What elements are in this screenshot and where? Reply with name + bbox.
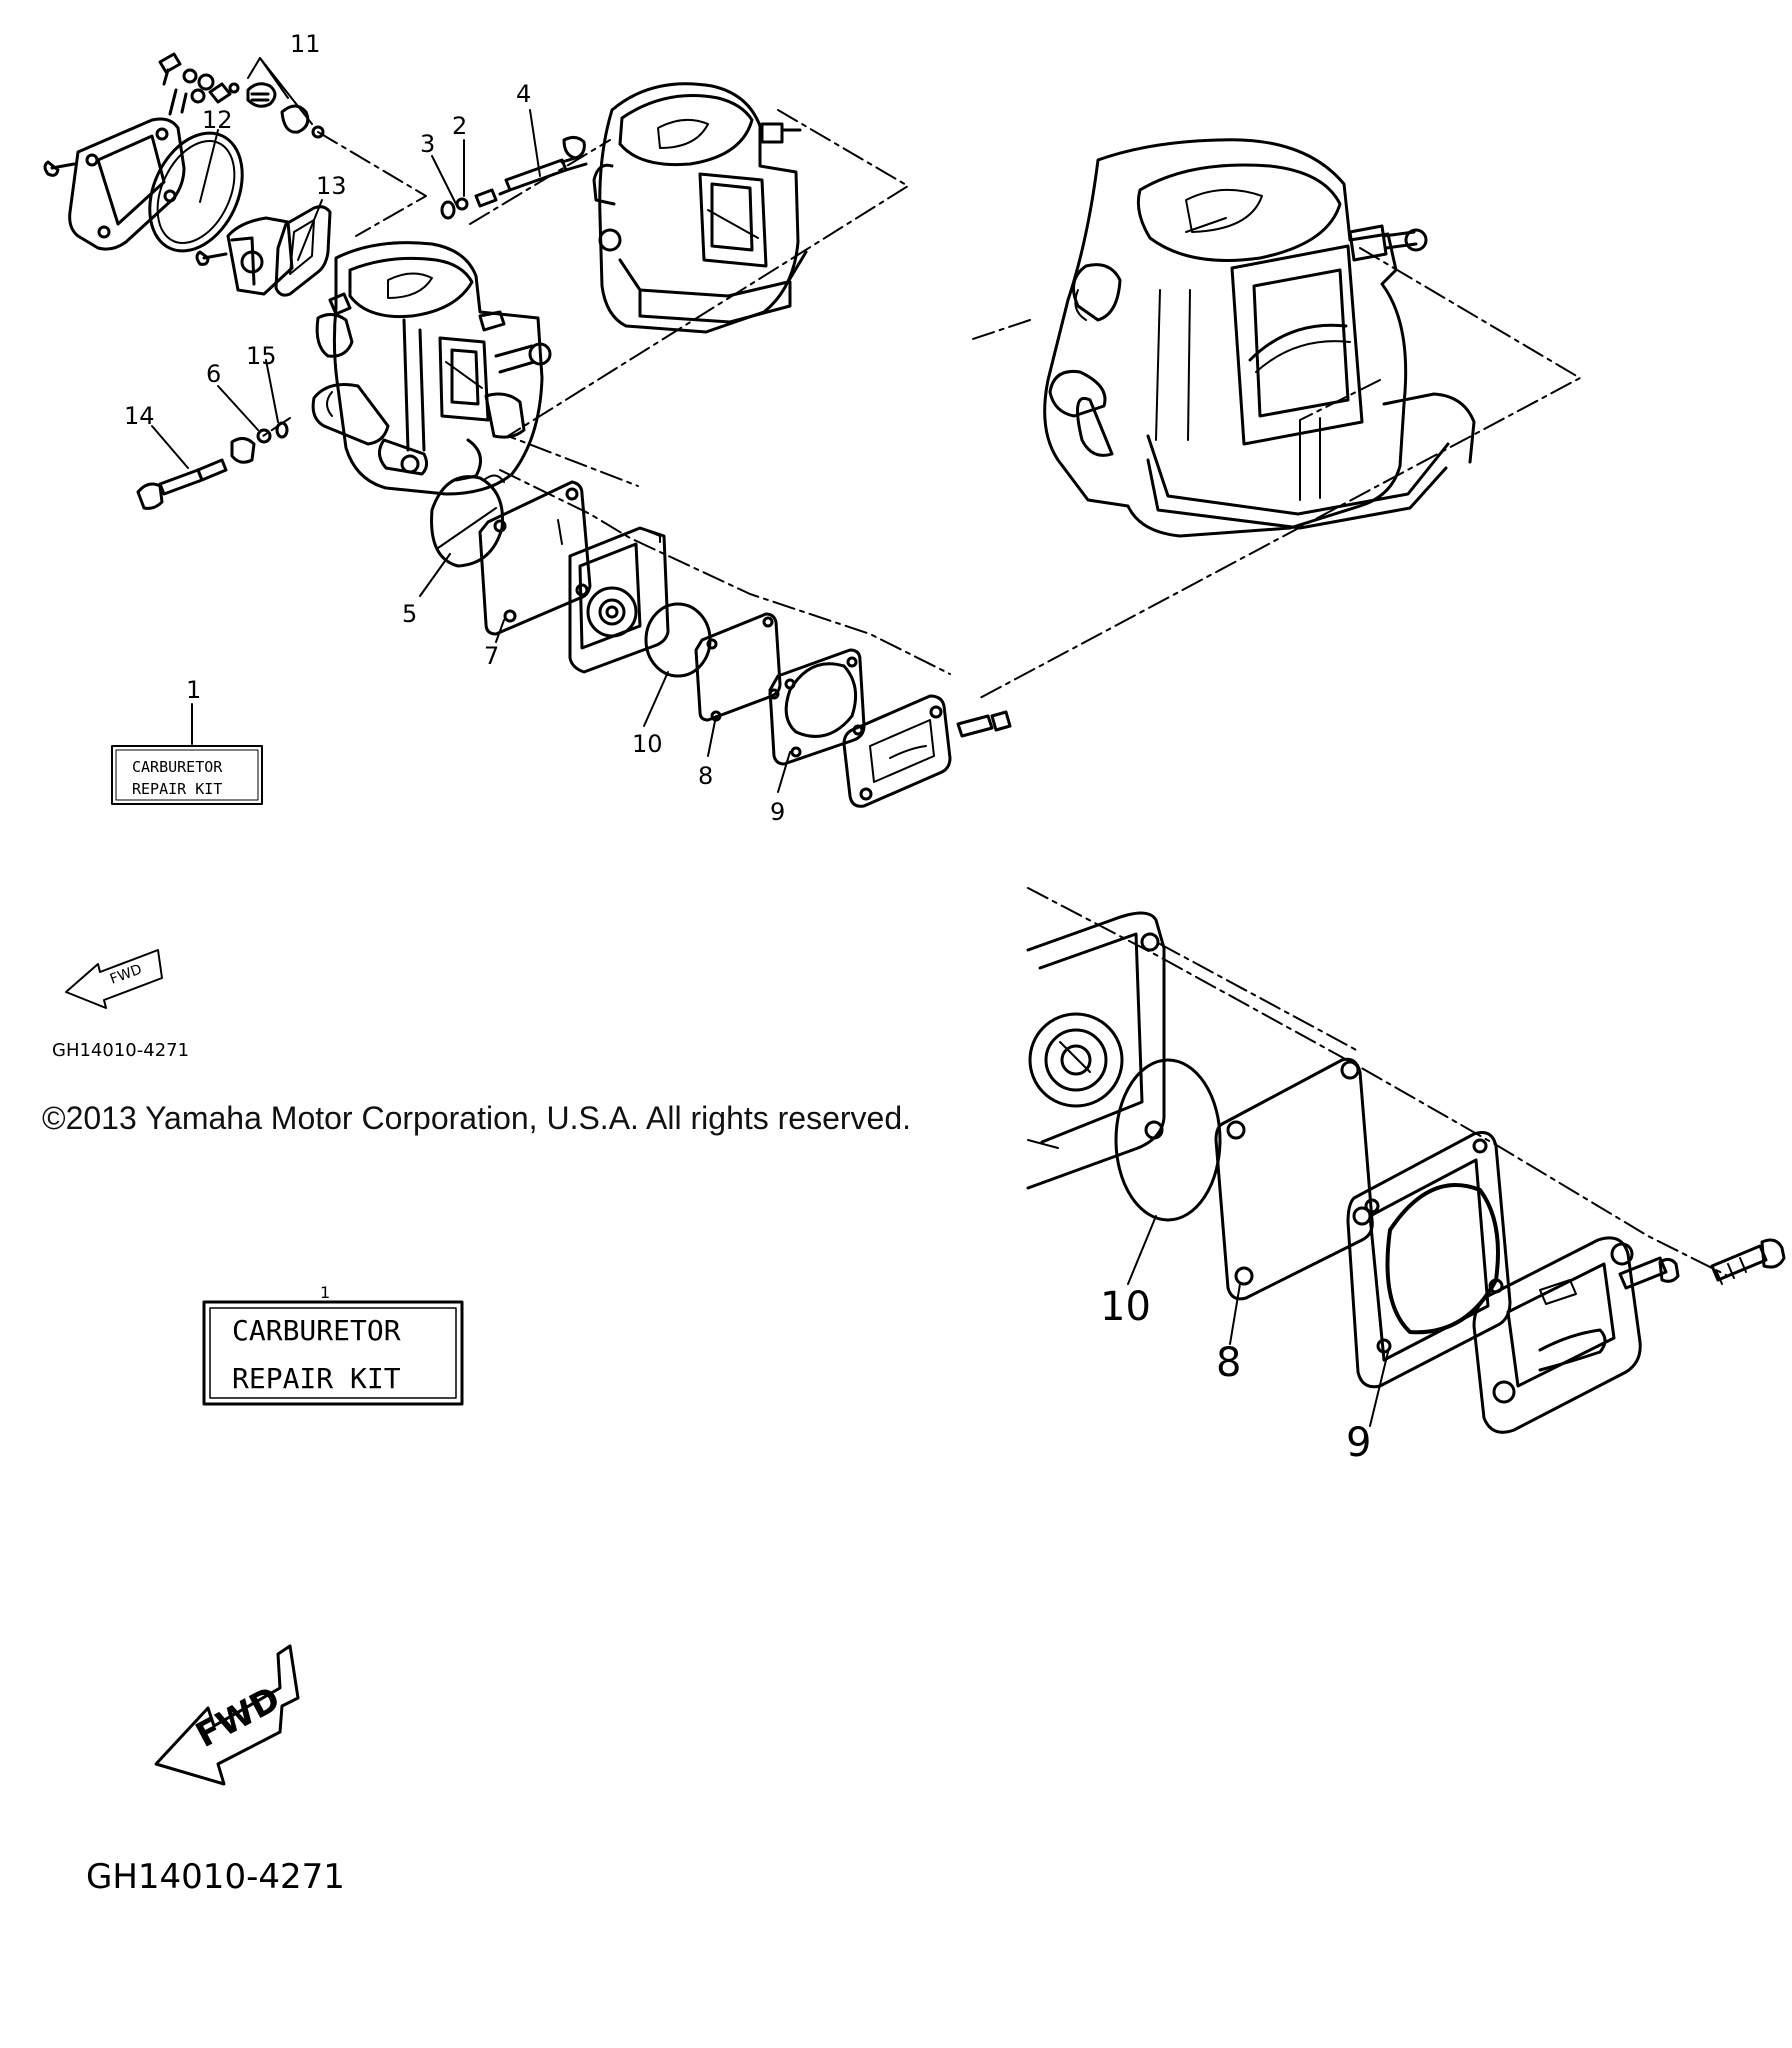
small-hardware-group — [158, 52, 325, 139]
callout-12: 12 — [202, 106, 233, 134]
repair-kit-line1: CARBURETOR — [132, 758, 223, 776]
callout-leaders — [151, 57, 791, 793]
callout-13: 13 — [316, 172, 347, 200]
zoom-repair-kit-line1: CARBURETOR — [232, 1314, 401, 1347]
fwd-arrow-text: FWD — [108, 962, 144, 988]
callout-14: 14 — [124, 402, 155, 430]
zoom-carb-center-lines — [969, 247, 1581, 699]
pump-body-lower — [568, 526, 670, 674]
callout-2: 2 — [452, 112, 467, 140]
zoom-callout-9: 9 — [1346, 1420, 1371, 1466]
zoom-gasket-8 — [1214, 1057, 1374, 1301]
pump-body — [195, 216, 294, 296]
carburetor-rear — [592, 82, 808, 334]
repair-kit-label: CARBURETOR REPAIR KIT — [111, 745, 263, 805]
callout-10: 10 — [632, 730, 663, 758]
zoom-callout-leaders — [1127, 1215, 1389, 1427]
zoom-repair-kit-label: 1 CARBURETOR REPAIR KIT — [202, 1283, 464, 1406]
zoom-callout-numbers: 10 8 9 — [1100, 1284, 1371, 1466]
main-exploded-view: 11 12 13 3 2 4 15 6 14 5 7 10 8 9 1 CARB… — [43, 30, 1012, 1061]
pilot-screw-group — [136, 421, 289, 510]
needle-valve-group — [440, 135, 588, 220]
zoom-pump-center-lines — [1027, 887, 1729, 1277]
callout-1: 1 — [186, 676, 201, 704]
callout-7: 7 — [484, 642, 499, 670]
zoom-fwd-arrow-text: FWD — [189, 1679, 286, 1756]
callout-9: 9 — [770, 798, 785, 826]
pump-cover-lower — [842, 694, 952, 808]
callout-15: 15 — [246, 342, 277, 370]
diaphragm-12 — [148, 131, 244, 253]
zoom-fwd-arrow-icon: FWD — [154, 1644, 300, 1786]
part-code: GH14010-4271 — [52, 1040, 189, 1061]
callout-3: 3 — [420, 130, 435, 158]
zoom-repair-kit-line2: REPAIR KIT — [232, 1362, 401, 1395]
copyright-notice: ©2013 Yamaha Motor Corporation, U.S.A. A… — [42, 1100, 912, 1136]
zoom-part-code: GH14010-4271 — [86, 1857, 345, 1897]
callout-6: 6 — [206, 360, 221, 388]
zoom-gasket-9 — [1346, 1131, 1512, 1389]
zoom-repair-kit-mark: 1 — [320, 1283, 330, 1302]
gasket-7 — [478, 480, 592, 636]
zoom-pump-parts: 10 8 9 — [1026, 887, 1786, 1466]
fwd-arrow-icon: FWD — [65, 949, 163, 1009]
gasket-9 — [768, 648, 866, 766]
callout-numbers: 11 12 13 3 2 4 15 6 14 5 7 10 8 9 1 — [124, 30, 785, 826]
callout-8: 8 — [698, 762, 713, 790]
repair-kit-line2: REPAIR KIT — [132, 780, 222, 798]
zoom-carburetor — [969, 138, 1581, 699]
callout-4: 4 — [516, 80, 531, 108]
gasket-5 — [430, 475, 505, 568]
zoom-o-ring-10 — [1114, 1058, 1222, 1222]
callout-5: 5 — [402, 600, 417, 628]
float-bowl-group — [430, 474, 1012, 808]
zoom-callout-10: 10 — [1100, 1284, 1151, 1330]
center-lines — [259, 109, 951, 675]
callout-11: 11 — [290, 30, 321, 58]
gasket-13 — [274, 205, 332, 297]
zoom-callout-8: 8 — [1216, 1340, 1241, 1386]
carburetor-front — [311, 241, 552, 496]
